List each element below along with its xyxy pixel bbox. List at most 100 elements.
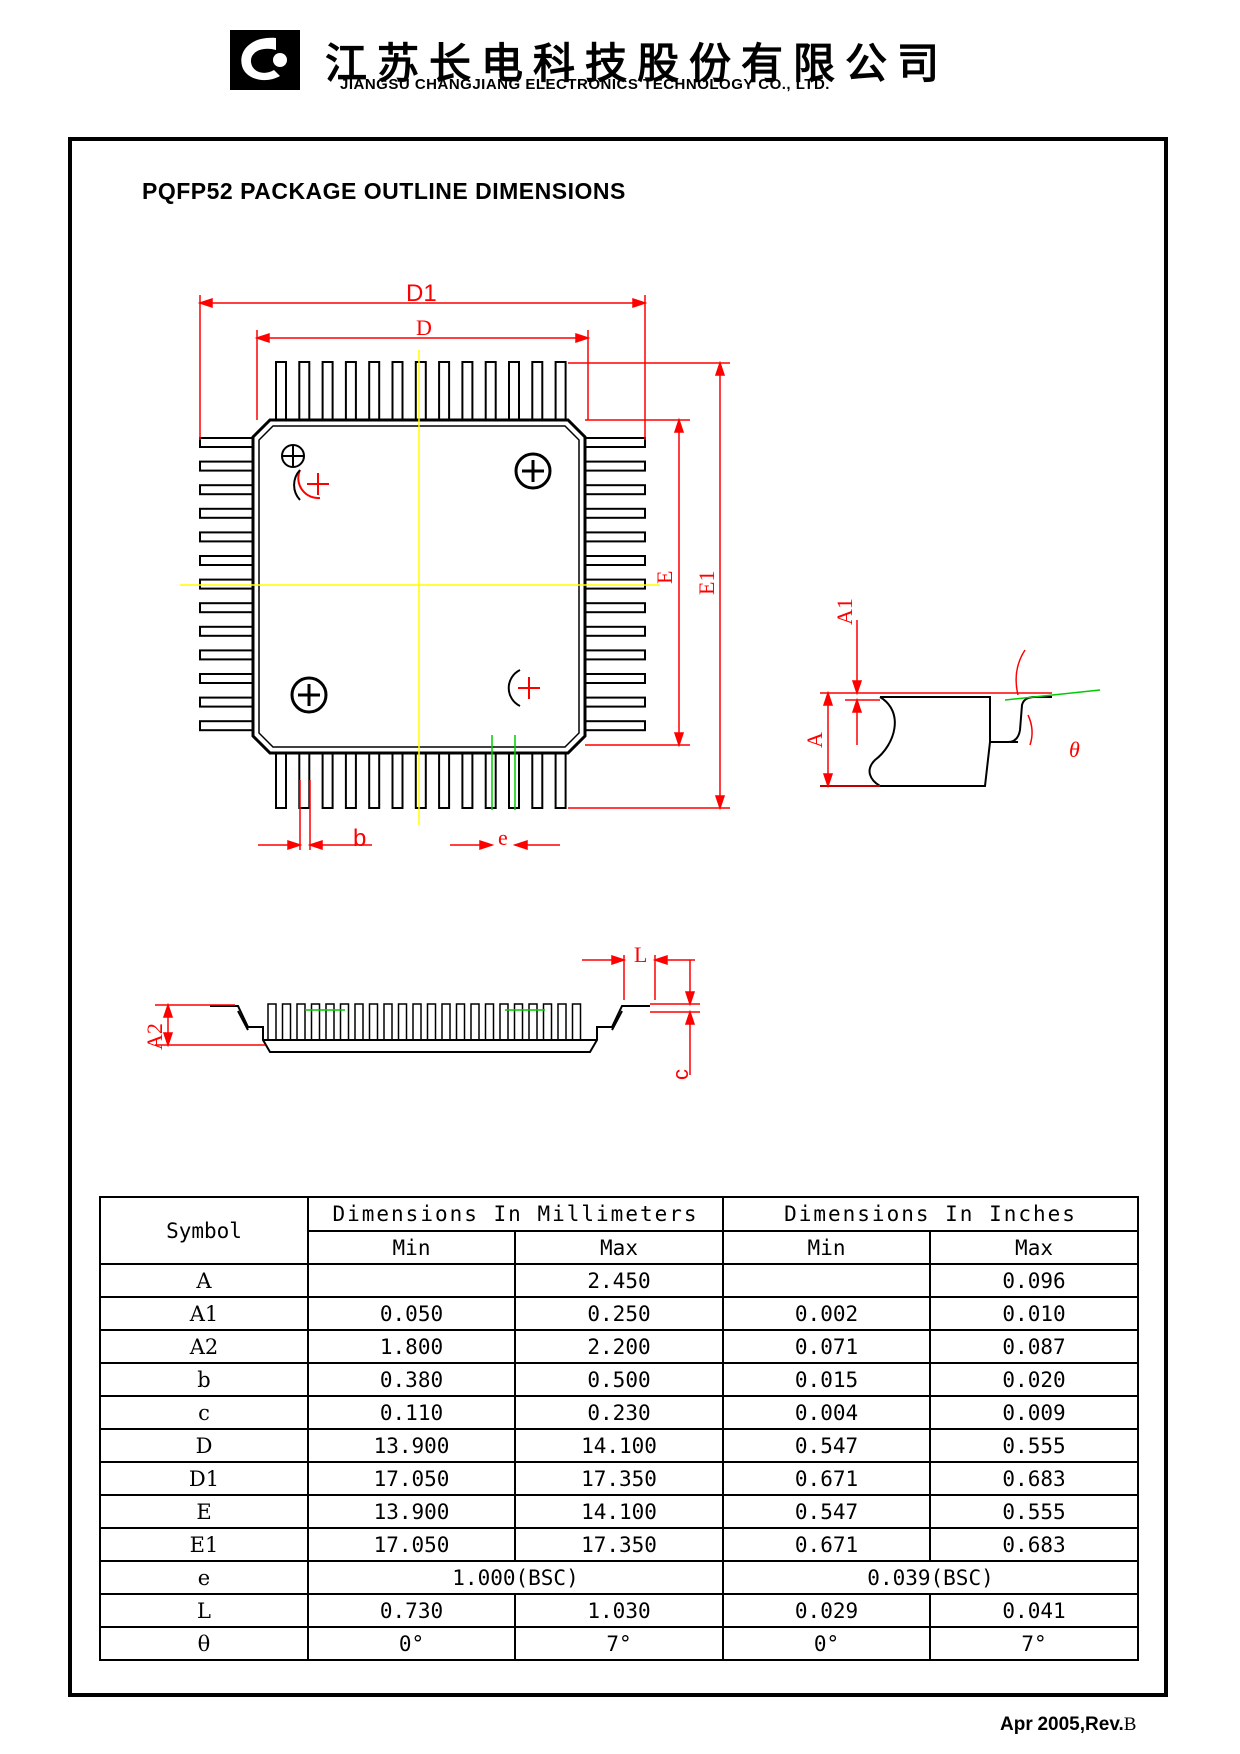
cell-mm-min: 0.050	[307, 1296, 516, 1331]
top-lead	[344, 361, 357, 421]
label-a: A	[802, 732, 827, 748]
bottom-lead	[344, 752, 357, 809]
footer-month: Apr	[1000, 1714, 1033, 1735]
cell-in-min: 0.015	[722, 1362, 932, 1397]
right-lead	[584, 460, 646, 472]
cell-in-max: 0.087	[929, 1329, 1140, 1364]
cell-in-min: 0.671	[722, 1527, 932, 1562]
label-b: b	[353, 825, 366, 852]
label-d1: D1	[406, 280, 437, 307]
cell-in-min: 0°	[722, 1626, 932, 1661]
table-subheader-row: Min Max Min Max	[100, 1230, 1140, 1265]
left-lead	[199, 531, 254, 543]
cell-in-max: 0.683	[929, 1527, 1140, 1562]
top-lead	[508, 361, 520, 421]
e1-dimension	[568, 360, 730, 811]
bottom-lead	[554, 752, 567, 809]
top-lead	[438, 361, 451, 421]
label-e: E	[652, 571, 677, 584]
side-lead	[412, 1003, 422, 1041]
header-mm-min: Min	[307, 1230, 516, 1265]
header-in-max: Max	[929, 1230, 1140, 1265]
ejector-pin-icon	[514, 452, 552, 490]
cell-in-min: 0.029	[722, 1593, 932, 1628]
cell-symbol: A2	[99, 1329, 309, 1364]
side-lead	[325, 1003, 335, 1041]
cell-in-max: 0.010	[929, 1296, 1140, 1331]
bottom-lead	[531, 752, 544, 809]
cell-in-min: 0.071	[722, 1329, 932, 1364]
side-lead	[354, 1003, 364, 1041]
top-lead	[298, 361, 311, 421]
header-mm: Dimensions In Millimeters	[306, 1196, 725, 1232]
company-header: 江苏长电科技股份有限公司 JIANGSU CHANGJIANG ELECTRON…	[230, 30, 1030, 100]
cell-in-min: 0.671	[722, 1461, 932, 1496]
side-lead	[368, 1003, 379, 1041]
cell-mm-max: 0.230	[513, 1395, 725, 1430]
bottom-lead	[484, 752, 497, 809]
cell-mm-max: 0.500	[513, 1362, 725, 1397]
footer-year: 2005	[1037, 1714, 1080, 1735]
side-lead	[513, 1003, 524, 1041]
right-lead	[584, 673, 646, 684]
d-dimension	[254, 330, 591, 420]
cell-in-min: 0.004	[722, 1395, 932, 1430]
right-lead	[584, 578, 646, 590]
right-lead	[584, 625, 646, 637]
top-lead	[484, 361, 497, 421]
cell-mm-max: 14.100	[513, 1428, 725, 1463]
cell-in-max: 0.009	[929, 1395, 1140, 1430]
side-lead	[296, 1003, 306, 1041]
right-lead	[584, 507, 646, 519]
top-lead	[368, 361, 381, 421]
bottom-lead	[438, 752, 451, 809]
cell-symbol: c	[99, 1395, 309, 1430]
right-leads	[584, 437, 646, 732]
package-body-inner	[258, 425, 580, 748]
cell-in-min: 0.547	[722, 1428, 932, 1463]
company-name-english: JIANGSU CHANGJIANG ELECTRONICS TECHNOLOG…	[340, 76, 830, 93]
left-lead	[199, 720, 254, 732]
footer-rev: B	[1123, 1714, 1137, 1735]
top-lead	[554, 361, 567, 421]
left-lead	[199, 484, 254, 496]
cell-symbol: A1	[99, 1296, 309, 1331]
left-lead	[199, 555, 254, 566]
cell-symbol: A	[99, 1263, 309, 1298]
cell-in-max: 0.555	[929, 1428, 1140, 1463]
top-leads	[275, 361, 567, 421]
ejector-pin-icon	[507, 669, 540, 707]
cell-mm-min: 17.050	[307, 1527, 516, 1562]
company-name-chinese: 江苏长电科技股份有限公司	[325, 39, 950, 88]
top-lead	[391, 361, 404, 421]
cell-in-min: 0.547	[722, 1494, 932, 1529]
left-lead	[199, 649, 254, 661]
cell-mm-min: 0.110	[307, 1395, 516, 1430]
cell-symbol: E	[99, 1494, 309, 1529]
cell-mm-max: 1.030	[513, 1593, 725, 1628]
cell-mm-max: 0.250	[513, 1296, 725, 1331]
cell-mm-min: 13.900	[307, 1428, 516, 1463]
cell-mm-max: 17.350	[513, 1527, 725, 1562]
revision-footer: Apr 2005,Rev.B	[1000, 1714, 1136, 1736]
cell-mm-min: 0.730	[307, 1593, 516, 1628]
cell-in-max: 0.555	[929, 1494, 1140, 1529]
cell-mm-min: 1.800	[307, 1329, 516, 1364]
label-c: c	[668, 1069, 693, 1080]
cell-in-min	[722, 1263, 932, 1298]
label-a1: A1	[832, 598, 857, 625]
top-lead	[414, 361, 427, 421]
right-lead	[584, 555, 646, 566]
label-l: L	[634, 942, 647, 967]
cell-symbol: e	[99, 1560, 309, 1595]
a-dimension	[820, 690, 1052, 789]
cell-mm-min	[307, 1263, 516, 1298]
cell-in-max: 0.041	[929, 1593, 1140, 1628]
